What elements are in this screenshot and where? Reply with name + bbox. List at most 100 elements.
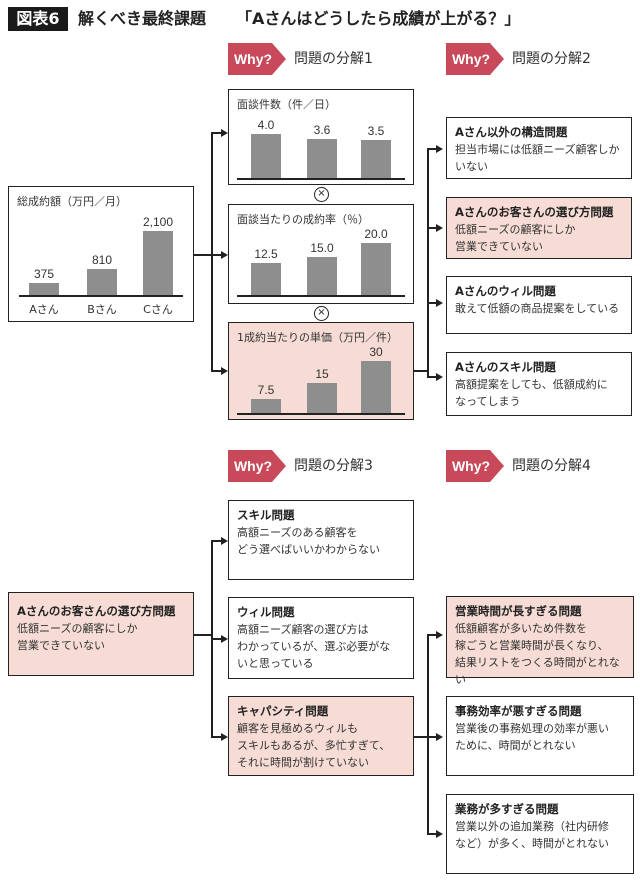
connector: [414, 370, 428, 372]
cause-box-will: ウィル問題 高額ニーズ顧客の選び方は わかっているが、選ぶ必要がな いと思ってい…: [228, 597, 414, 679]
issue-title: キャパシティ問題: [237, 704, 329, 718]
connector: [414, 736, 428, 738]
connector: [427, 148, 429, 376]
connector: [211, 736, 222, 738]
connector: [211, 132, 222, 134]
root-issue-customer-selection: Aさんのお客さんの選び方問題 低額ニーズの顧客にしか 営業できていない: [8, 592, 194, 676]
detail-box-too-many-tasks: 業務が多すぎる問題 営業以外の追加業務（社内研修 など）が多く、時間がとれない: [446, 794, 634, 874]
value-label: 375: [33, 267, 55, 281]
why-label: Why?: [233, 458, 273, 474]
arrow-head: [221, 635, 228, 643]
issue-line: どう選べばいいかわからない: [237, 543, 380, 556]
value-label: 3.6: [313, 123, 331, 137]
chart-title: 総成約額（万円／月）: [17, 195, 127, 208]
issue-title: 事務効率が悪すぎる問題: [455, 704, 582, 718]
figure-label: 図表6: [8, 7, 68, 31]
issue-line: なってしまう: [455, 395, 521, 408]
issue-line: 営業できていない: [17, 639, 105, 652]
arrow-head: [436, 830, 443, 838]
issue-box-customer-selection: Aさんのお客さんの選び方問題 低額ニーズの顧客にしか 営業できていない: [446, 197, 632, 259]
category-label: Aさん: [29, 303, 59, 316]
issue-line: スキルもあるが、多忙すぎて、: [237, 739, 391, 752]
issue-box-will: Aさんのウィル問題 敢えて低額の商品提案をしている: [446, 276, 632, 334]
issue-line: 稼ごうと営業時間が長くなり、: [455, 639, 609, 652]
value-label: 20.0: [364, 227, 388, 241]
multiply-icon: ×: [314, 306, 329, 321]
bar-price-a: [251, 399, 281, 413]
issue-title: ウィル問題: [237, 605, 295, 619]
issue-line: わかっているが、選ぶ必要がな: [237, 640, 391, 653]
value-label: 30: [369, 345, 383, 359]
issue-title: スキル問題: [237, 508, 295, 522]
arrow-head: [436, 631, 443, 639]
issue-line: 高額ニーズのある顧客を: [237, 526, 358, 539]
issue-line: 低額ニーズの顧客にしか: [455, 223, 576, 236]
chart-title: 面談件数（件／日）: [237, 98, 336, 111]
bar-rate-b: [307, 257, 337, 295]
detail-box-long-hours: 営業時間が長すぎる問題 低額顧客が多いため件数を 稼ごうと営業時間が長くなり、 …: [446, 596, 634, 686]
arrow-head: [221, 367, 228, 375]
bar-meetings-a: [251, 134, 281, 178]
page-title: 解くべき最終課題「Aさんはどうしたら成績が上がる？」: [78, 7, 520, 31]
value-label: 2,100: [142, 215, 174, 229]
chart-title: 1成約当たりの単価（万円／件）: [237, 331, 398, 344]
arrow-head: [436, 145, 443, 153]
issue-title: Aさんのウィル問題: [455, 284, 556, 298]
arrow-head: [221, 537, 228, 545]
issue-box-structure: Aさん以外の構造問題 担当市場には低額ニーズ顧客しか いない: [446, 117, 632, 179]
issue-line: 低額ニーズの顧客にしか: [17, 622, 138, 635]
value-label: 7.5: [257, 383, 275, 397]
bar-total-c: [143, 231, 173, 295]
issue-title: Aさんのお客さんの選び方問題: [455, 205, 614, 219]
cause-box-skill: スキル問題 高額ニーズのある顧客を どう選べばいいかわからない: [228, 500, 414, 580]
category-label: Bさん: [87, 303, 117, 316]
value-label: 15.0: [310, 241, 334, 255]
connector: [211, 370, 222, 372]
issue-line: 高額提案をしても、低額成約に: [455, 378, 608, 391]
detail-box-admin-efficiency: 事務効率が悪すぎる問題 営業後の事務処理の効率が悪い ために、時間がとれない: [446, 696, 634, 776]
chart-baseline: [237, 178, 405, 180]
step-label-1: 問題の分解1: [294, 51, 373, 67]
issue-box-skill: Aさんのスキル問題 高額提案をしても、低額成約に なってしまう: [446, 352, 632, 416]
issue-line: 高額ニーズ顧客の選び方は: [237, 623, 369, 636]
value-label: 15: [315, 367, 329, 381]
connector: [427, 634, 437, 636]
arrow-head: [436, 299, 443, 307]
arrow-head: [221, 733, 228, 741]
connector: [427, 376, 437, 378]
issue-title: Aさんのスキル問題: [455, 360, 556, 374]
issue-title: 業務が多すぎる問題: [455, 802, 559, 816]
issue-line: それに時間が割けていない: [237, 756, 369, 769]
issue-line: 低額顧客が多いため件数を: [455, 622, 587, 635]
bar-rate-c: [361, 243, 391, 295]
connector: [194, 634, 212, 636]
issue-title: Aさん以外の構造問題: [455, 125, 568, 139]
issue-line: いない: [455, 160, 488, 173]
why-arrow-4: Why?: [446, 450, 504, 482]
meetings-chart: 面談件数（件／日） 4.0 3.6 3.5: [228, 89, 414, 185]
value-label: 12.5: [254, 247, 278, 261]
bar-total-a: [29, 283, 59, 295]
bar-total-b: [87, 269, 117, 295]
connector: [427, 148, 437, 150]
connector: [211, 254, 222, 256]
chart-baseline: [19, 295, 183, 297]
value-label: 4.0: [257, 118, 275, 132]
arrow-head: [436, 733, 443, 741]
issue-line: 結果リストをつくる時間がとれない: [455, 656, 620, 686]
multiply-icon: ×: [314, 187, 329, 202]
step-label-2: 問題の分解2: [512, 51, 591, 67]
arrow-head: [221, 251, 228, 259]
chart-baseline: [237, 413, 405, 415]
connector: [427, 227, 437, 229]
chart-title: 面談当たりの成約率（％）: [237, 213, 369, 226]
issue-line: 営業できていない: [455, 240, 543, 253]
value-label: 810: [91, 253, 113, 267]
issue-title: Aさんのお客さんの選び方問題: [17, 604, 176, 618]
arrow-head: [436, 224, 443, 232]
why-label: Why?: [233, 51, 273, 67]
why-label: Why?: [451, 51, 491, 67]
bar-meetings-c: [361, 140, 391, 178]
connector: [211, 638, 222, 640]
step-label-4: 問題の分解4: [512, 458, 591, 474]
